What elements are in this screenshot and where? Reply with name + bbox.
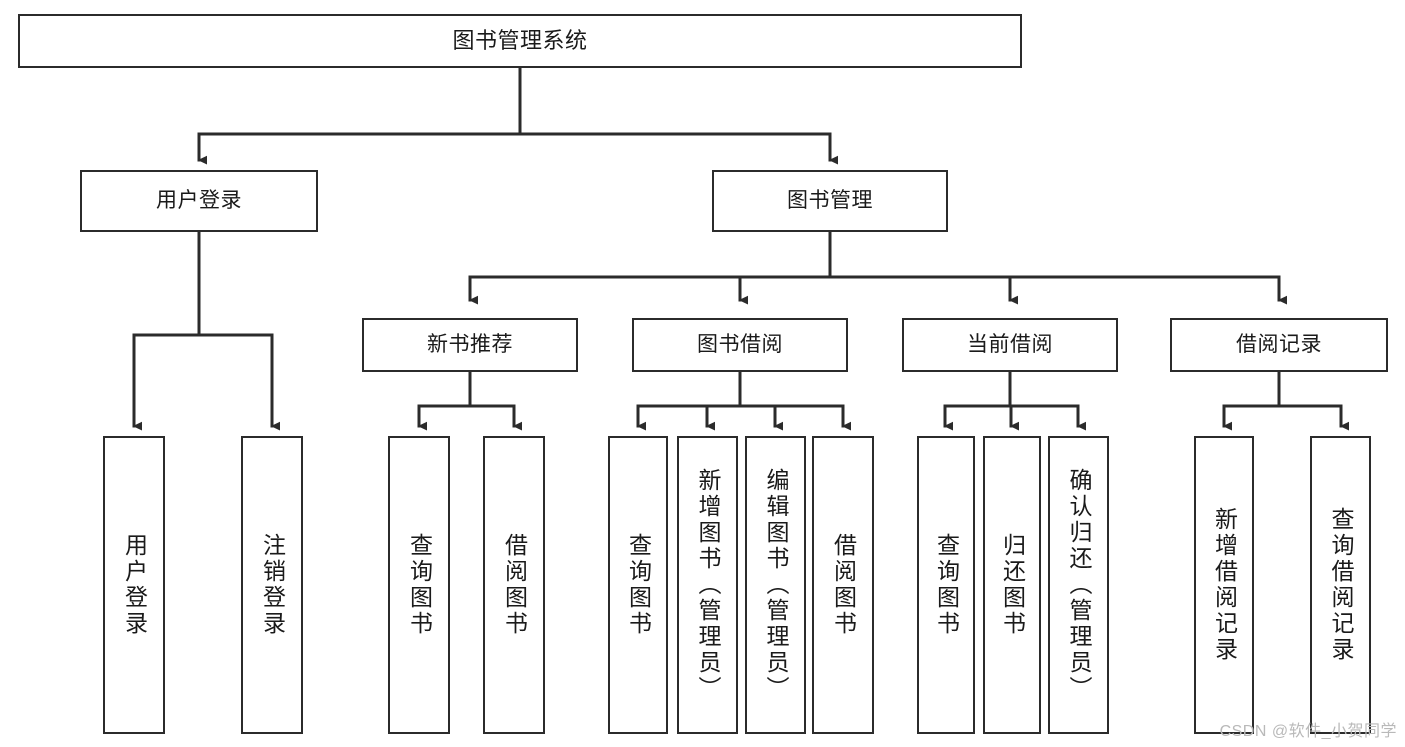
leaf-query-book-borrow[interactable]: 查询图书 xyxy=(608,436,668,734)
leaf-edit-book-admin[interactable]: 编辑图书（管理员） xyxy=(745,436,806,734)
leaf-user-login[interactable]: 用户登录 xyxy=(103,436,165,734)
node-label: 借阅记录 xyxy=(1236,333,1322,357)
node-label: 新增图书（管理员） xyxy=(695,468,721,702)
node-label: 注销登录 xyxy=(259,533,286,637)
node-label: 编辑图书（管理员） xyxy=(763,468,789,702)
node-current-borrow[interactable]: 当前借阅 xyxy=(902,318,1118,372)
watermark-text: CSDN @软件_小贺同学 xyxy=(1219,723,1397,740)
node-book-borrow[interactable]: 图书借阅 xyxy=(632,318,848,372)
leaf-user-logout[interactable]: 注销登录 xyxy=(241,436,303,734)
node-label: 查询图书 xyxy=(406,533,433,637)
node-root-system[interactable]: 图书管理系统 xyxy=(18,14,1022,68)
leaf-add-book-admin[interactable]: 新增图书（管理员） xyxy=(677,436,738,734)
node-label: 查询图书 xyxy=(625,533,652,637)
node-book-management[interactable]: 图书管理 xyxy=(712,170,948,232)
node-label: 借阅图书 xyxy=(501,533,528,637)
leaf-return-book[interactable]: 归还图书 xyxy=(983,436,1041,734)
leaf-borrow-book-recommend[interactable]: 借阅图书 xyxy=(483,436,545,734)
node-label: 当前借阅 xyxy=(967,333,1053,357)
node-label: 查询图书 xyxy=(933,533,960,637)
node-label: 用户登录 xyxy=(121,533,148,637)
leaf-query-book-current[interactable]: 查询图书 xyxy=(917,436,975,734)
node-label: 借阅图书 xyxy=(830,533,857,637)
node-label: 图书管理 xyxy=(787,189,873,213)
node-label: 确认归还（管理员） xyxy=(1066,468,1092,702)
node-borrow-record[interactable]: 借阅记录 xyxy=(1170,318,1388,372)
node-label: 图书管理系统 xyxy=(452,27,588,53)
leaf-add-borrow-record[interactable]: 新增借阅记录 xyxy=(1194,436,1254,734)
node-label: 新书推荐 xyxy=(427,333,513,357)
node-user-login[interactable]: 用户登录 xyxy=(80,170,318,232)
node-new-book-recommend[interactable]: 新书推荐 xyxy=(362,318,578,372)
node-label: 归还图书 xyxy=(999,533,1026,637)
leaf-confirm-return-admin[interactable]: 确认归还（管理员） xyxy=(1048,436,1109,734)
node-label: 图书借阅 xyxy=(697,333,783,357)
leaf-query-borrow-record[interactable]: 查询借阅记录 xyxy=(1310,436,1371,734)
leaf-query-book-recommend[interactable]: 查询图书 xyxy=(388,436,450,734)
node-label: 用户登录 xyxy=(156,189,242,213)
leaf-borrow-book[interactable]: 借阅图书 xyxy=(812,436,874,734)
node-label: 查询借阅记录 xyxy=(1328,507,1354,663)
node-label: 新增借阅记录 xyxy=(1211,507,1238,663)
